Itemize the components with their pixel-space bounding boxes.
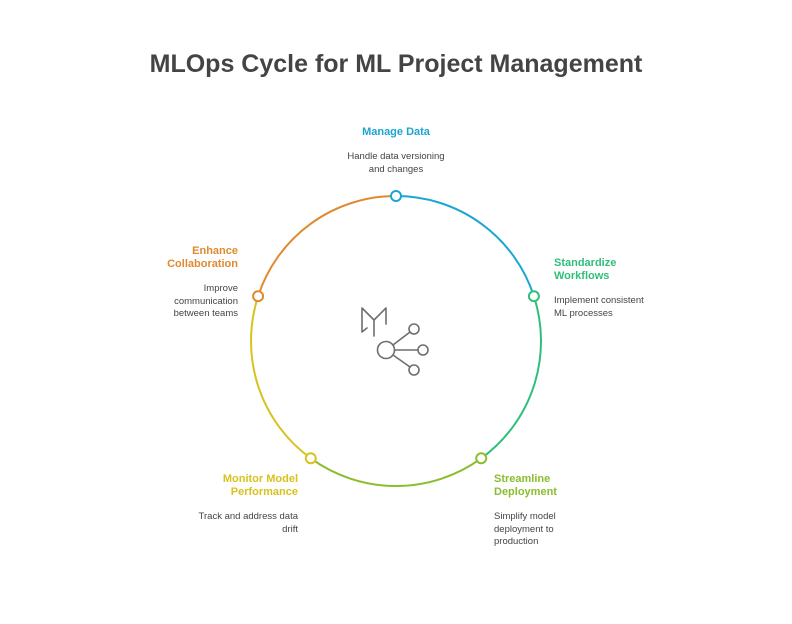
stage-heading: Enhance Collaboration xyxy=(167,245,238,271)
arc-standardize-to-streamline xyxy=(480,295,542,460)
stage-description: Track and address data drift xyxy=(198,511,298,535)
arc-monitor-to-enhance xyxy=(250,295,312,460)
stage-heading: Manage Data xyxy=(362,126,430,138)
arc-enhance-to-manage xyxy=(257,195,397,297)
stage-heading: Standardize Workflows xyxy=(554,257,617,283)
node-manage-data xyxy=(390,190,402,202)
node-standardize-workflows xyxy=(527,290,540,303)
node-streamline-deployment xyxy=(475,452,488,465)
stage-standardize-workflows: Standardize Workflows Implement consiste… xyxy=(554,257,694,320)
stage-heading: Streamline Deployment xyxy=(494,473,557,499)
stage-streamline-deployment: Streamline Deployment Simplify model dep… xyxy=(494,473,634,548)
stage-description: Handle data versioning and changes xyxy=(347,151,445,175)
stage-monitor-performance: Monitor Model Performance Track and addr… xyxy=(158,473,298,536)
ml-network-icon xyxy=(361,307,429,376)
arc-streamline-to-monitor xyxy=(310,457,482,487)
node-enhance-collaboration xyxy=(252,290,265,303)
stage-manage-data: Manage Data Handle data versioning and c… xyxy=(316,126,476,176)
stage-heading: Monitor Model Performance xyxy=(222,473,298,499)
node-monitor-performance xyxy=(304,452,317,465)
stage-description: Implement consistent ML processes xyxy=(554,295,644,319)
arc-manage-to-standardize xyxy=(395,195,535,297)
page-title: MLOps Cycle for ML Project Management xyxy=(149,50,643,78)
stage-description: Improve communication between teams xyxy=(173,283,238,320)
stage-enhance-collaboration: Enhance Collaboration Improve communicat… xyxy=(98,245,238,320)
stage-description: Simplify model deployment to production xyxy=(494,511,556,548)
